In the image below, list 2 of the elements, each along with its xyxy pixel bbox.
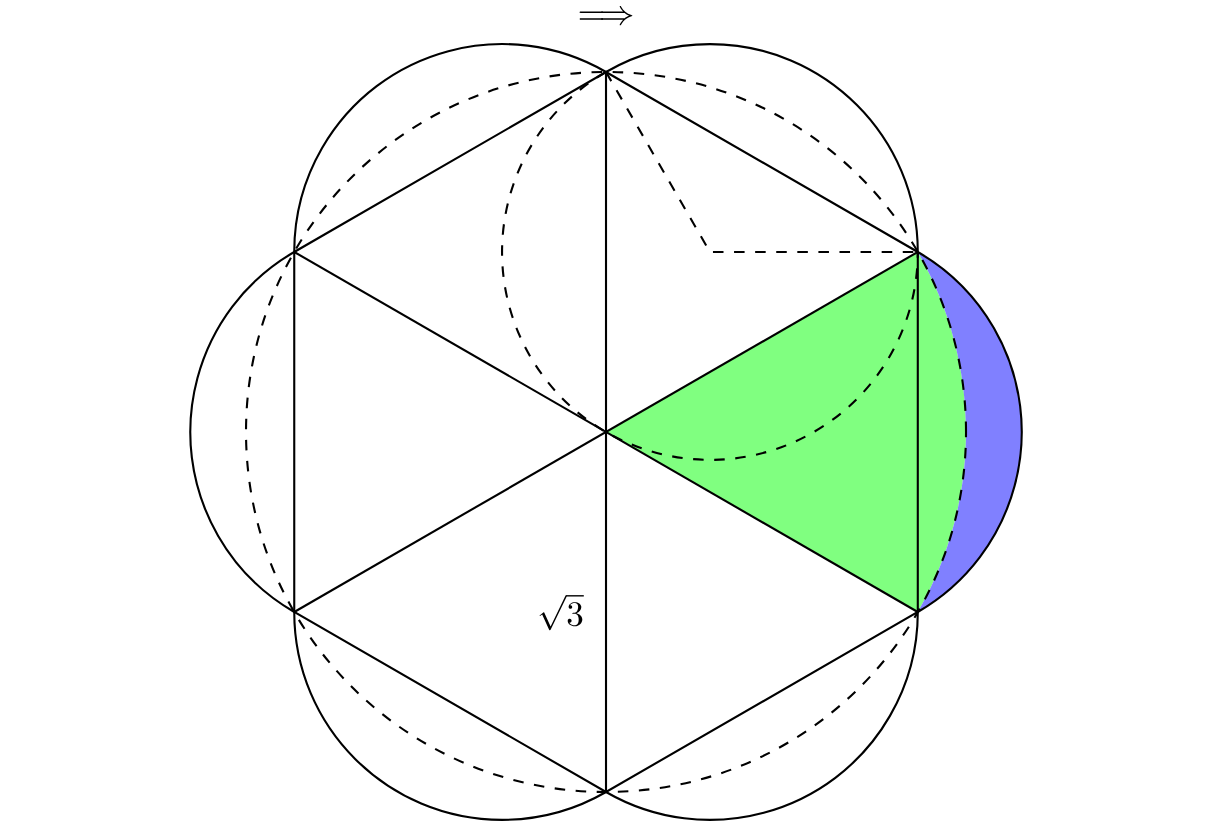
length-label: $\sqrt{3}$ xyxy=(539,595,584,631)
implies-symbol: $\Longrightarrow$ xyxy=(579,5,633,26)
